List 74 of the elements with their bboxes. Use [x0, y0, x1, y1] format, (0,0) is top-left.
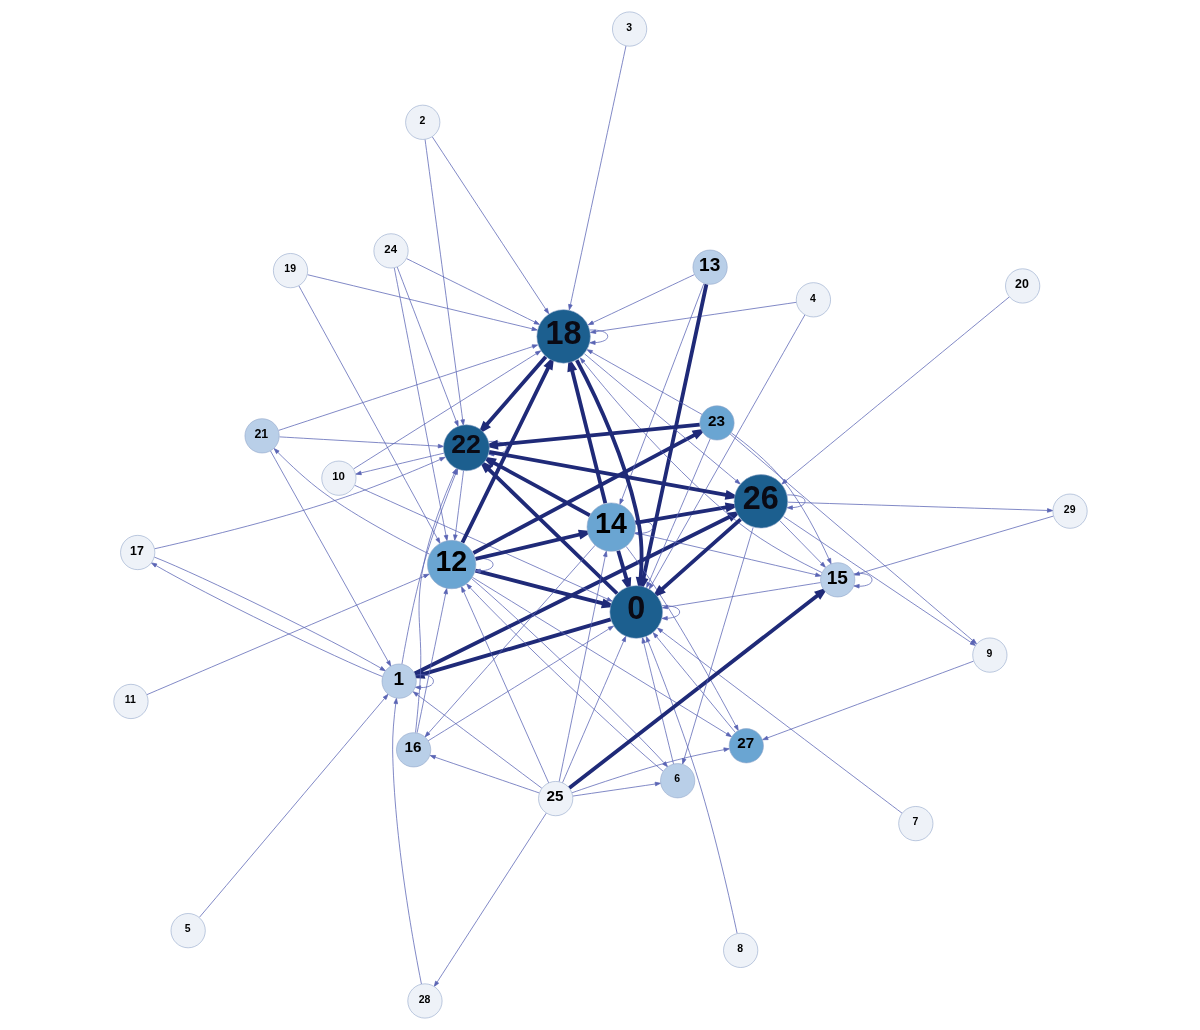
arrow [405, 258, 540, 325]
arrow [571, 747, 730, 794]
node-circle: 14 [586, 502, 636, 552]
arrow [567, 587, 828, 790]
arrow [460, 355, 554, 544]
arrow [656, 627, 902, 814]
node-circle: 10 [320, 460, 356, 496]
node-circle: 5 [170, 913, 206, 949]
arrow [429, 755, 540, 794]
arrow [558, 550, 607, 782]
arrow [431, 136, 549, 315]
arrow [648, 314, 805, 590]
arrow [579, 357, 822, 573]
arrow [277, 344, 538, 431]
arrow [583, 353, 741, 485]
arrow [354, 485, 613, 602]
arrow [567, 45, 626, 311]
node-circle: 3 [611, 11, 647, 47]
node-circle: 23 [699, 405, 734, 441]
arrow [589, 301, 797, 334]
node-circle: 27 [728, 728, 764, 764]
node-circle: 4 [795, 282, 831, 318]
arrow [146, 573, 429, 696]
arrow [355, 452, 444, 476]
arrow [427, 625, 614, 742]
node-circle: 2 [404, 104, 440, 140]
arrow [566, 357, 607, 504]
arrow [153, 456, 445, 550]
node-circle: 22 [442, 424, 490, 471]
node-circle: 24 [373, 233, 408, 269]
arrow [424, 544, 595, 738]
arrow [433, 812, 547, 987]
node-circle: 25 [537, 781, 573, 817]
arrow [306, 274, 538, 331]
arrow [198, 693, 388, 918]
arrow [396, 266, 458, 427]
arrow [645, 636, 737, 934]
node-circle: 11 [113, 684, 148, 719]
arrow [589, 329, 608, 345]
arrow [561, 635, 626, 784]
arrow [278, 436, 444, 449]
arrow [586, 349, 702, 415]
arrow [730, 432, 831, 565]
arrow [787, 501, 1053, 513]
node-circle: 28 [407, 983, 442, 1019]
node-circle: 13 [692, 249, 728, 285]
arrow [786, 494, 805, 510]
arrow [424, 138, 465, 426]
node-circle: 8 [722, 932, 758, 968]
arrow [641, 637, 674, 765]
arrow [661, 605, 680, 621]
arrow [761, 660, 974, 741]
node-circle: 19 [272, 253, 308, 289]
arrow [853, 573, 872, 589]
arrow [587, 274, 695, 326]
arrow [391, 697, 422, 985]
arrow [393, 267, 448, 541]
arrow [412, 691, 542, 789]
arrow [619, 283, 704, 505]
node-circle: 7 [897, 806, 933, 842]
arrow [853, 515, 1054, 576]
node-circle: 29 [1052, 493, 1087, 529]
arrow [645, 438, 711, 588]
node-circle: 20 [1004, 268, 1040, 304]
arrow [625, 546, 739, 731]
arrow [298, 285, 440, 544]
arrow [273, 448, 430, 555]
arrow [572, 781, 661, 797]
arrow [681, 527, 754, 765]
arrow [269, 450, 391, 667]
arrow [779, 520, 826, 568]
arrow [652, 632, 736, 733]
arrow [460, 586, 549, 784]
arrow [661, 582, 821, 610]
